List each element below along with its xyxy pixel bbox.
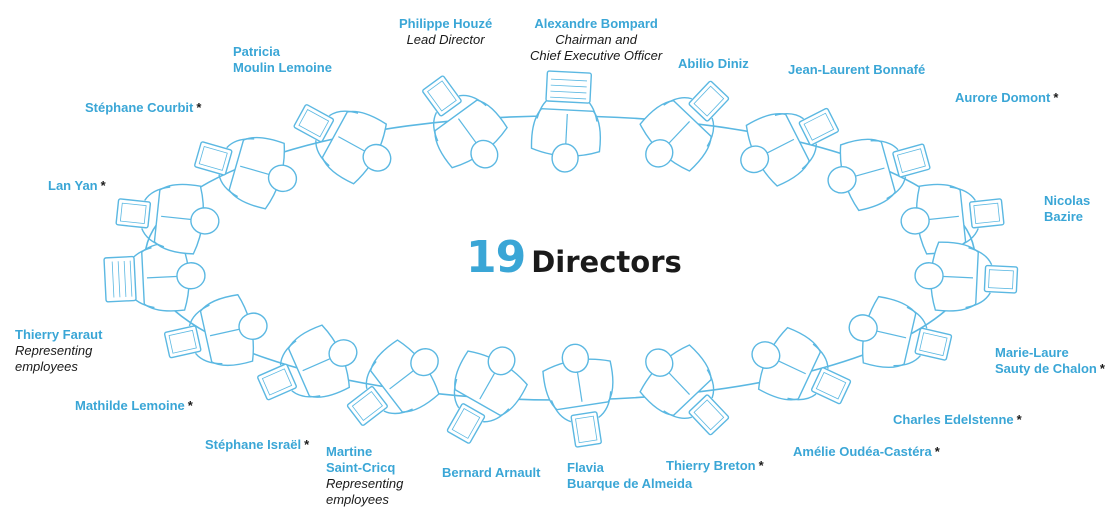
director-role: Representing (15, 343, 93, 358)
director-name: Bernard Arnault (442, 465, 541, 480)
director-seat-figure (639, 344, 730, 436)
independent-director-asterisk: * (1016, 412, 1022, 427)
director-name: Thierry Faraut (15, 327, 103, 342)
independent-director-asterisk: * (1053, 90, 1059, 105)
director-name: Philippe Houzé (399, 16, 493, 31)
independent-director-asterisk: * (304, 437, 310, 452)
director-seat-figure (103, 241, 206, 312)
director-label: Stéphane Israël* (205, 437, 309, 453)
director-seat-figure (257, 324, 358, 401)
director-seat-figure (639, 80, 730, 172)
director-name: Bazire (1044, 209, 1084, 224)
director-name: Alexandre Bompard (534, 16, 658, 31)
director-seat-figure (422, 75, 508, 169)
director-name: Buarque de Almeida (567, 476, 693, 491)
director-role: employees (326, 492, 389, 507)
director-name: Lan Yan* (48, 178, 106, 193)
director-name: Martine (326, 444, 373, 459)
director-seat-figure (542, 343, 614, 448)
director-name: Sauty de Chalon* (995, 361, 1105, 376)
director-name: Moulin Lemoine (233, 60, 332, 75)
director-name: Stéphane Israël* (205, 437, 310, 452)
director-label: Thierry Breton* (666, 458, 764, 474)
director-name: Charles Edelstenne* (893, 412, 1022, 427)
director-seat-figure (163, 293, 268, 367)
director-seat-figure (293, 104, 392, 185)
director-name: Mathilde Lemoine* (75, 398, 193, 413)
director-seat-figure (900, 183, 1005, 255)
director-seat-figure (751, 326, 852, 405)
director-seat-figure (740, 107, 840, 187)
director-seat-figure (194, 136, 298, 210)
director-role: Representing (326, 476, 404, 491)
director-role: employees (15, 359, 78, 374)
director-name: Saint-Cricq (326, 460, 396, 475)
director-role: Chief Executive Officer (530, 48, 663, 63)
director-label: Amélie Oudéa-Castéra* (793, 444, 940, 460)
director-seat-figure (530, 70, 602, 173)
director-name: Jean-Laurent Bonnafé (788, 62, 926, 77)
director-seat-figure (914, 241, 1019, 312)
director-role: Lead Director (406, 32, 485, 47)
director-name: Amélie Oudéa-Castéra* (793, 444, 940, 459)
director-seat-figure (827, 138, 931, 212)
independent-director-asterisk: * (187, 398, 193, 413)
director-name: Flavia (567, 460, 604, 475)
director-role: Chairman and (555, 32, 637, 47)
independent-director-asterisk: * (934, 444, 940, 459)
director-label: Charles Edelstenne* (893, 412, 1022, 428)
director-name: Patricia (233, 44, 280, 59)
director-name: Nicolas (1044, 193, 1091, 208)
independent-director-asterisk: * (196, 100, 202, 115)
director-seat-figure (446, 346, 528, 444)
independent-director-asterisk: * (758, 458, 764, 473)
director-seat-figure (346, 339, 440, 426)
director-seat-figure (115, 183, 220, 255)
director-seat-figure (848, 295, 953, 369)
director-name: Stéphane Courbit* (85, 100, 202, 115)
director-name: Thierry Breton* (666, 458, 764, 473)
director-label: Stéphane Courbit* (85, 100, 201, 116)
director-label: Mathilde Lemoine* (75, 398, 193, 414)
director-label: Aurore Domont* (955, 90, 1058, 106)
independent-director-asterisk: * (1099, 361, 1105, 376)
director-name: Marie-Laure (995, 345, 1069, 360)
director-label: Lan Yan* (48, 178, 106, 194)
directors-word: Directors (531, 245, 682, 279)
director-label: Abilio Diniz (678, 56, 749, 72)
director-name: Aurore Domont* (955, 90, 1059, 105)
independent-director-asterisk: * (100, 178, 106, 193)
director-name: Abilio Diniz (678, 56, 749, 71)
director-label: Bernard Arnault (442, 465, 540, 481)
director-label: Jean-Laurent Bonnafé (788, 62, 925, 78)
directors-count: 19 (466, 232, 526, 283)
